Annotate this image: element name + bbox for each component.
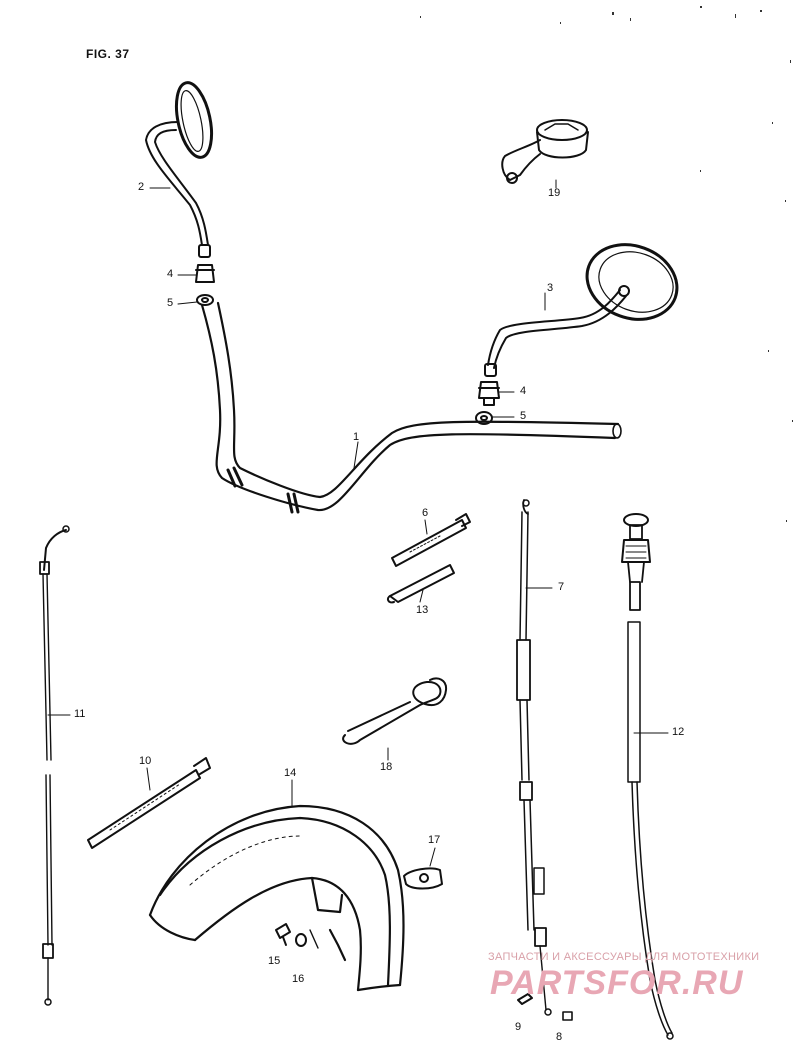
cable-7: [516, 499, 552, 1016]
label-part-17: 17: [428, 834, 441, 846]
fender-14: [148, 804, 405, 992]
label-part-14: 14: [284, 767, 297, 779]
label-part-9: 9: [515, 1021, 522, 1033]
watermark-tagline: ЗАПЧАСТИ И АКСЕССУАРЫ ДЛЯ МОТОТЕХНИКИ: [488, 951, 760, 963]
nut-16: [295, 929, 319, 949]
label-part-3: 3: [547, 282, 554, 294]
nut-left: [195, 264, 215, 283]
part-9: [517, 993, 533, 1005]
label-part-19: 19: [548, 187, 561, 199]
clamp-13: [386, 564, 455, 604]
label-part-4-right: 4: [520, 385, 527, 397]
mirror-left: [145, 81, 214, 258]
label-part-7: 7: [558, 581, 565, 593]
watermark-logo: PARTSFOR.RU: [490, 964, 744, 1002]
nut-right: [478, 381, 500, 406]
label-part-13: 13: [416, 604, 429, 616]
clamp-6: [391, 513, 471, 567]
spring-18: [342, 677, 448, 745]
label-part-18: 18: [380, 761, 393, 773]
part-17: [403, 867, 443, 890]
handlebar: [200, 301, 622, 514]
label-part-11: 11: [74, 708, 86, 720]
label-part-15: 15: [268, 955, 281, 967]
label-part-5-right: 5: [520, 410, 527, 422]
washer-right: [475, 411, 493, 425]
label-part-8: 8: [556, 1031, 563, 1043]
switch-19: [501, 119, 589, 184]
figure-title: FIG. 37: [86, 47, 130, 61]
scan-noise: [420, 6, 793, 522]
label-part-16: 16: [292, 973, 305, 985]
label-part-12: 12: [672, 726, 685, 738]
cable-12: [621, 513, 674, 1040]
label-part-4-left: 4: [167, 268, 174, 280]
label-part-10: 10: [139, 755, 152, 767]
screw-15: [275, 923, 291, 946]
part-8: [562, 1011, 573, 1021]
label-part-6: 6: [422, 507, 429, 519]
mirror-right: [484, 243, 679, 377]
label-part-2: 2: [138, 181, 145, 193]
clamp-10: [87, 757, 211, 849]
label-part-1: 1: [353, 431, 360, 443]
leader-lines: [47, 179, 669, 867]
label-part-5-left: 5: [167, 297, 174, 309]
washer-left: [196, 294, 214, 306]
cable-11: [39, 525, 70, 1006]
